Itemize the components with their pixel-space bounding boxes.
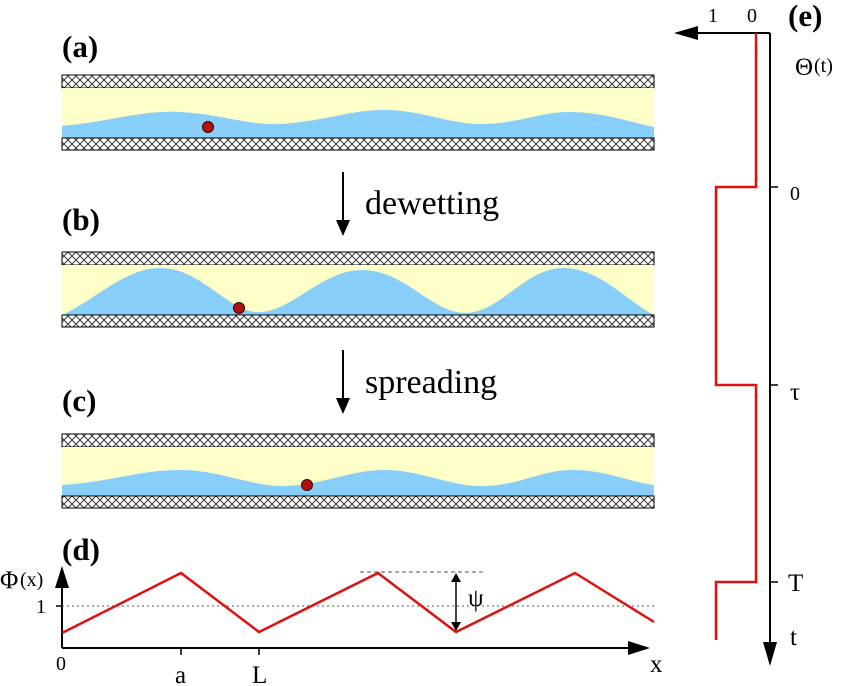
panel-a: (a)	[61, 29, 655, 151]
particle-b	[233, 302, 245, 314]
d-amplitude-label: ψ	[468, 585, 484, 612]
e-time-zero: 0	[790, 183, 800, 205]
e-time-T: T	[788, 570, 803, 597]
panel-e-label: (e)	[788, 0, 822, 33]
panel-e: (e) 1 0 Θ (t) 0 τ T t	[674, 0, 833, 666]
panel-d-label: (d)	[62, 532, 100, 567]
channel-a-lower-wall	[61, 137, 655, 151]
spreading-step: spreading	[336, 350, 497, 414]
d-x-axis-arrow	[628, 641, 650, 655]
panel-c-label: (c)	[62, 383, 96, 418]
channel-a-upper-wall	[61, 74, 655, 89]
e-value-zero: 0	[747, 5, 757, 27]
d-ylabel-symbol: Φ	[0, 567, 18, 594]
dewetting-arrow-head	[336, 220, 350, 236]
panel-d: (d) Φ (x) x 1 0 a L ψ	[0, 532, 663, 686]
spreading-label: spreading	[365, 364, 497, 401]
channel-c-lower-wall	[61, 495, 655, 509]
e-time-tau: τ	[790, 379, 800, 406]
particle-c	[301, 479, 313, 491]
channel-c-upper-wall	[61, 433, 655, 448]
channel-a-liquid	[62, 110, 654, 138]
e-value-axis-arrow	[674, 26, 698, 40]
channel-c-liquid	[62, 470, 654, 496]
spreading-arrow-head	[336, 398, 350, 414]
particle-a	[202, 121, 214, 133]
panel-b: (b)	[61, 202, 655, 328]
d-amplitude-arrow-top	[451, 573, 461, 582]
d-xlabel: x	[650, 651, 663, 678]
d-xtick-a: a	[175, 662, 186, 686]
dewetting-label: dewetting	[365, 185, 499, 222]
d-y-axis-arrow	[55, 566, 69, 588]
channel-b-lower-wall	[61, 314, 655, 328]
d-xtick-zero: 0	[56, 653, 66, 675]
d-ytick-one: 1	[36, 596, 46, 618]
d-ylabel-arg: (x)	[20, 569, 43, 591]
e-time-axis-label: t	[790, 624, 797, 651]
panel-c: (c)	[61, 383, 655, 509]
e-time-axis-arrow	[763, 642, 777, 666]
channel-b-upper-wall	[61, 251, 655, 266]
e-switching-curve	[714, 33, 758, 640]
dewetting-step: dewetting	[336, 172, 499, 236]
e-value-one: 1	[708, 5, 718, 27]
d-potential-curve	[61, 571, 655, 635]
channel-b-liquid	[62, 268, 654, 315]
e-label-arg: (t)	[814, 55, 833, 77]
panel-b-label: (b)	[62, 202, 100, 237]
e-label-symbol: Θ	[795, 54, 813, 81]
panel-a-label: (a)	[62, 29, 98, 64]
d-xtick-L: L	[252, 662, 267, 686]
d-amplitude-arrow-bottom	[451, 622, 461, 631]
